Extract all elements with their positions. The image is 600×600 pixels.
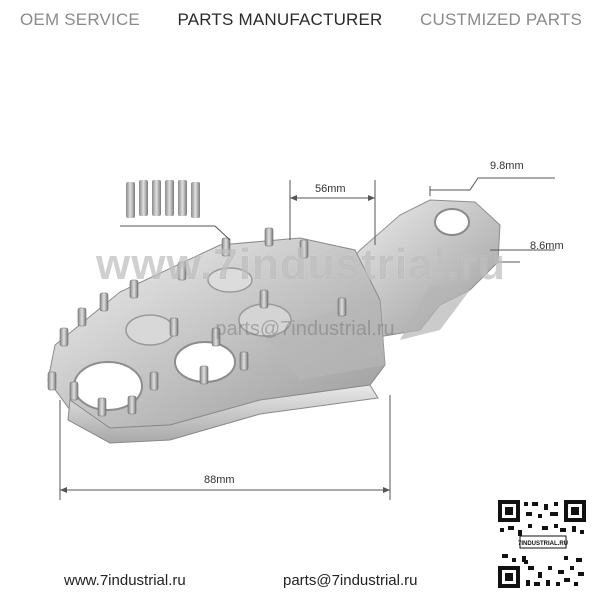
banner-parts-manufacturer: PARTS MANUFACTURER <box>177 10 383 29</box>
banner-customized-parts: CUSTMIZED PARTS <box>420 10 582 29</box>
set-screws <box>126 180 200 218</box>
dim-56mm: 56mm <box>315 183 346 195</box>
traction-pins <box>47 227 347 417</box>
dimension-arrows <box>60 195 390 493</box>
dim-8-6mm: 8.6mm <box>530 240 564 252</box>
watermark-website: www.7industrial.ru <box>96 240 506 289</box>
dim-9-8mm: 9.8mm <box>490 160 524 172</box>
dim-88mm: 88mm <box>204 474 235 486</box>
footer-website: www.7industrial.ru <box>64 572 186 589</box>
top-banner: OEM SERVICE PARTS MANUFACTURER CUSTMIZED… <box>0 6 600 34</box>
dimension-lines <box>59 177 555 500</box>
banner-oem-service: OEM SERVICE <box>20 10 140 29</box>
qr-label: 7INDUSTRIAL.RU <box>518 541 568 547</box>
watermark-email: parts@7industrial.ru <box>215 318 395 340</box>
footer-email: parts@7industrial.ru <box>283 572 418 589</box>
qr-code: 7INDUSTRIAL.RU <box>498 500 586 588</box>
